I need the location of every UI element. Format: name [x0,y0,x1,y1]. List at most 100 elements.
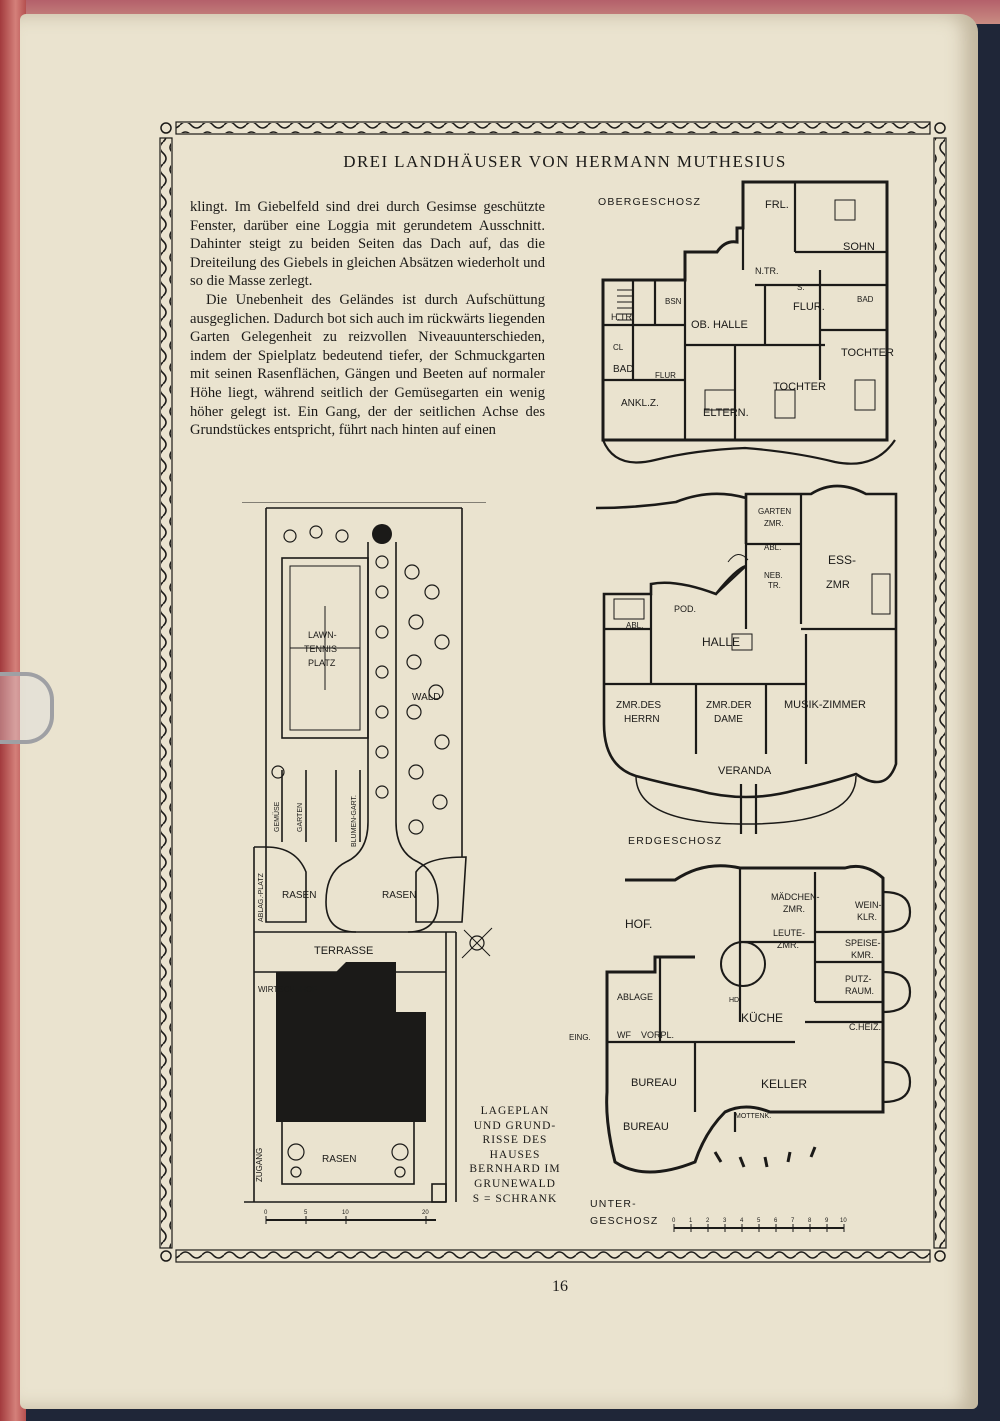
room-label: ZMR.DER [706,700,752,711]
room-label: KMR. [851,950,874,960]
room-label: BUREAU [631,1077,677,1089]
room-label: BAD [857,295,874,304]
site-label: RASEN [382,890,416,901]
scale-tick: 4 [740,1218,744,1224]
compass-rose-icon [461,927,493,959]
site-label: PLATZ [308,658,336,668]
site-label: ABLAG.-PLATZ [258,872,265,922]
room-label: MÄDCHEN- [771,892,820,902]
room-label: ESS- [828,553,856,567]
room-label: BAD [613,364,634,375]
room-label: HD [729,997,739,1004]
basement-title-line1: UNTER- [590,1198,637,1210]
room-label: SPEISE- [845,938,881,948]
scale-tick: 5 [757,1218,761,1224]
book-page [20,14,978,1409]
basement-title-line2: GESCHOSZ [590,1215,659,1227]
room-label: HERRN [624,714,660,725]
basement-plan: HOF. MÄDCHEN- ZMR. WEIN- KLR. LEUTE- ZMR… [569,864,912,1174]
scale-tick: 20 [422,1210,429,1216]
scale-tick: 7 [791,1218,795,1224]
scale-tick: 8 [808,1218,812,1224]
room-label: ANKL.Z. [621,398,659,409]
room-label: KÜCHE [741,1011,783,1025]
room-label: NEB. [764,571,783,580]
basement-scale-bar: 0 1 2 3 4 5 6 7 8 9 10 [672,1218,847,1232]
room-label: HALLE [702,635,740,649]
site-label: GEMÜSE [273,801,281,832]
scale-tick: 0 [672,1218,676,1224]
caption-line: S = SCHRANK [472,1192,558,1205]
site-label: RASEN [282,890,316,901]
site-label: RASEN [322,1154,356,1165]
page-number: 16 [552,1278,568,1295]
room-label: ABL. [626,621,643,630]
upper-floor-title: OBERGESCHOSZ [598,196,702,208]
caption-line: GRUNEWALD [474,1177,556,1190]
room-label: MUSIK-ZIMMER [784,699,866,711]
page-header: DREI LANDHÄUSER VON HERMANN MUTHESIUS [343,152,787,171]
caption-line: LAGEPLAN [480,1105,550,1117]
caption-line: RISSE DES [482,1134,548,1147]
scale-tick: 10 [342,1210,349,1216]
room-label: EING. [569,1033,591,1042]
room-label: BSN [665,297,682,306]
scale-tick: 0 [264,1210,268,1216]
room-label: BUREAU [623,1121,669,1133]
body-text: klingt. Im Giebelfeld sind drei durch Ge… [190,198,545,440]
room-label: MOTTENK. [735,1113,771,1120]
scale-tick: 5 [304,1210,308,1216]
site-plan: LAWN- TENNIS PLATZ WALD GEMÜSE GARTEN BL… [242,502,486,1224]
room-label: ZMR. [764,519,784,528]
site-label: WALD [412,692,441,703]
ornamental-border [159,121,947,1263]
room-label: ABL. [764,543,781,552]
room-label: HOF. [625,917,652,931]
site-label: WIRTSCH.-HOF [258,985,317,994]
room-label: FLUR. [793,301,825,313]
room-label: ZMR. [783,904,805,914]
paragraph: Die Unebenheit des Geländes ist durch Au… [190,291,545,439]
scale-tick: 6 [774,1218,778,1224]
room-label: PUTZ- [845,974,872,984]
room-label: H.TR. [611,312,635,322]
scale-tick: 1 [689,1218,693,1224]
room-label: POD. [674,604,696,614]
site-label: LAWN- [308,630,337,640]
room-label: CL [613,343,624,352]
room-label: KELLER [761,1077,807,1091]
room-label: ELTERN. [703,407,749,419]
scale-tick: 9 [825,1218,829,1224]
room-label: N.TR. [755,266,779,276]
room-label: DAME [714,714,743,725]
room-label: ZMR. [777,940,799,950]
scale-tick: 2 [706,1218,710,1224]
room-label: TOCHTER [773,381,826,393]
room-label: VORPL. [641,1030,674,1040]
figure-caption: LAGEPLAN UND GRUND- RISSE DES HAUSES BER… [460,1104,570,1206]
room-label: TOCHTER [841,347,894,359]
scale-tick: 3 [723,1218,727,1224]
room-label: WEIN- [855,900,882,910]
caption-line: UND GRUND- [473,1119,557,1132]
room-label: ZMR.DES [616,700,661,711]
site-label: ZUGANG [255,1148,264,1182]
upper-floor-plan: FRL. SOHN N.TR. H.TR. BSN OB. HALLE FLUR… [601,180,896,465]
room-label: RAUM. [845,986,874,996]
scale-tick: 10 [840,1218,847,1224]
paragraph: klingt. Im Giebelfeld sind drei durch Ge… [190,199,545,290]
room-label: FLUR [655,371,676,380]
caption-line: BERNHARD IM [469,1163,561,1176]
ground-floor-title: ERDGESCHOSZ [628,835,723,847]
room-label: KLR. [857,912,877,922]
room-label: SOHN [843,241,875,253]
ground-floor-plan: GARTEN ZMR. ABL. ESS- ZMR NEB. TR. POD. … [596,484,898,834]
room-label: GARTEN [758,507,791,516]
room-label: FRL. [765,199,789,211]
site-label: TENNIS [304,644,337,654]
paper-clip [0,672,54,744]
site-label: GARTEN [297,803,304,832]
caption-line: HAUSES [489,1148,541,1161]
room-label: OB. HALLE [691,319,748,331]
room-label: TR. [768,581,781,590]
